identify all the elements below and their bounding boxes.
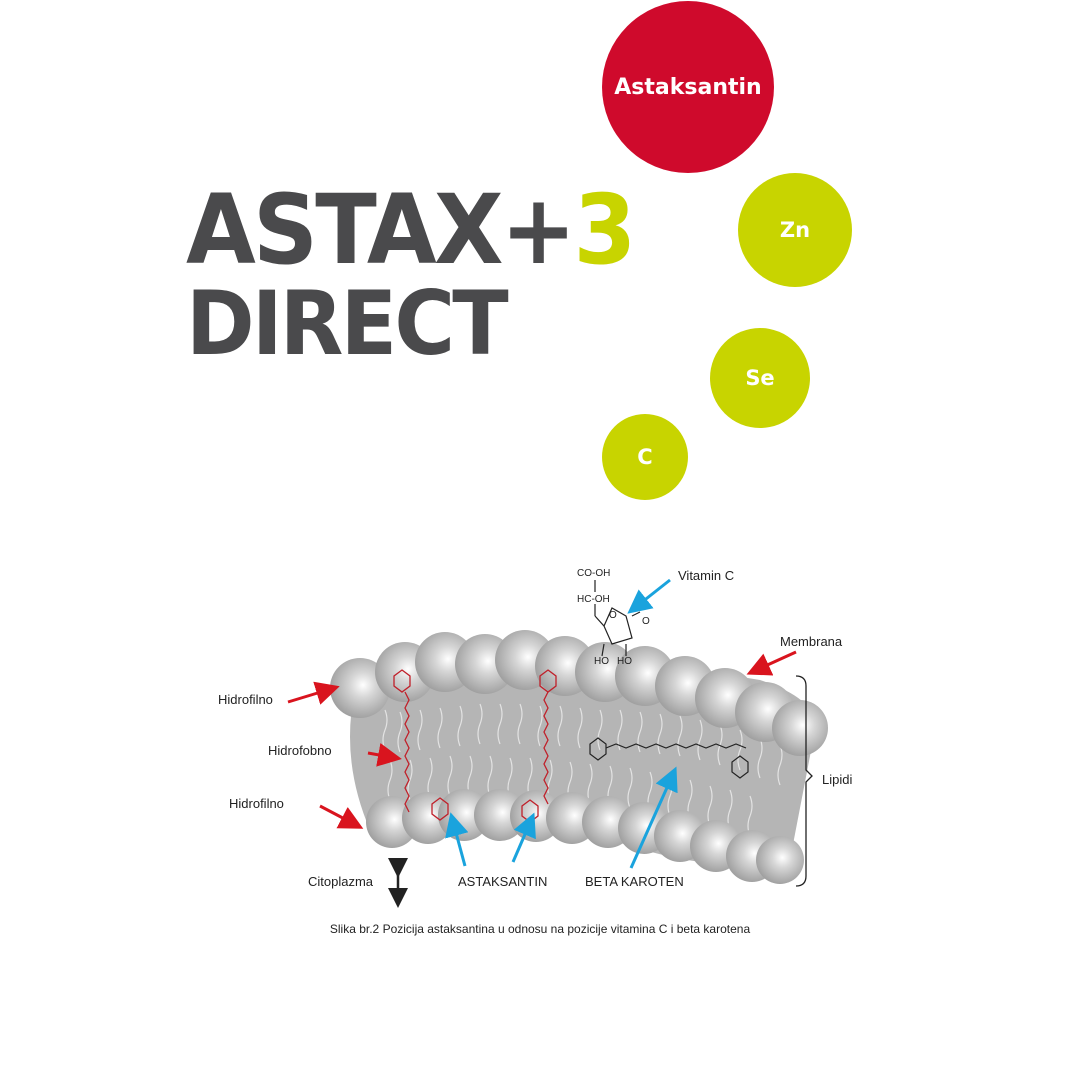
vitc-hc-oh: HC-OH: [577, 594, 610, 605]
arrow-hidrofilno-top: [287, 681, 340, 705]
logo-line-2: DIRECT: [186, 272, 509, 375]
logo-accent-3: 3: [573, 174, 636, 286]
vitc-ho-1: HO: [594, 656, 609, 667]
label-beta-karoten: BETA KAROTEN: [585, 874, 684, 889]
label-citoplazma: Citoplazma: [308, 874, 374, 889]
label-astaksantin: ASTAKSANTIN: [458, 874, 548, 889]
label-vitamin-c: Vitamin C: [678, 568, 735, 583]
label-hidrofilno-top: Hidrofilno: [218, 692, 273, 707]
lipid-tails: [382, 703, 783, 837]
beta-carotene-molecule: [589, 737, 749, 779]
vitc-o-ring: O: [609, 610, 617, 621]
arrow-hidrofilno-bottom: [319, 804, 364, 829]
bubble-se: Se: [710, 328, 810, 428]
membrane-diagram: CO-OH HC-OH O O HO HO: [287, 568, 828, 908]
bubble-label: C: [637, 445, 653, 469]
label-hidrofilno-bottom: Hidrofilno: [229, 796, 284, 811]
bubble-label: Zn: [779, 218, 811, 242]
vitc-o-keto: O: [642, 616, 650, 627]
lipidi-bracket: [795, 675, 813, 887]
arrow-vitamin-c: [627, 578, 671, 614]
arrow-hidrofobno: [367, 743, 402, 767]
astaxanthin-molecules: [393, 669, 557, 823]
arrow-astaksantin-2: [511, 812, 536, 863]
bubble-label: Astaksantin: [614, 74, 762, 100]
vitc-ho-2: HO: [617, 656, 632, 667]
bubble-c: C: [602, 414, 688, 500]
label-membrana: Membrana: [780, 634, 843, 649]
hydrophilic-heads-bottom: [366, 789, 804, 884]
bubble-zn: Zn: [738, 173, 852, 287]
vitc-co-oh: CO-OH: [577, 568, 610, 579]
bubble-label: Se: [745, 366, 775, 390]
label-lipidi: Lipidi: [822, 772, 853, 787]
arrow-astaksantin-1: [445, 812, 469, 867]
bubble-astaksantin: Astaksantin: [602, 1, 774, 173]
hydrophilic-heads-top: [330, 630, 828, 756]
product-logo: ASTAX+3 DIRECT: [186, 182, 662, 368]
figure-caption: Slika br.2 Pozicija astaksantina u odnos…: [329, 922, 751, 936]
arrow-beta-karoten: [629, 766, 678, 869]
logo-line-1: ASTAX+3: [186, 182, 636, 278]
arrow-membrana: [746, 650, 797, 676]
logo-astax: ASTAX+: [186, 174, 576, 286]
label-hidrofobno: Hidrofobno: [268, 743, 332, 758]
